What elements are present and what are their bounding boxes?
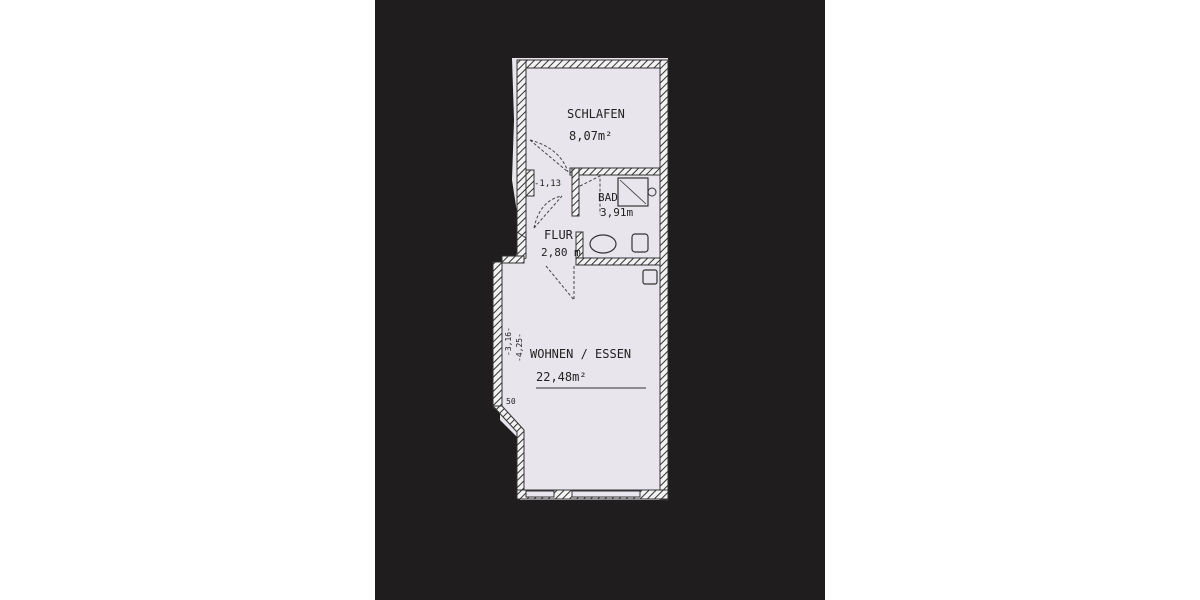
- wall-left-lower: [492, 261, 503, 409]
- wall-right: [659, 59, 669, 501]
- dim-height-mid-a: -3,16-: [504, 327, 513, 356]
- door-swing-flur: [533, 195, 563, 229]
- wall-top: [516, 59, 668, 69]
- door-swing-bad: [579, 175, 601, 214]
- room-bad-name: BAD: [598, 191, 618, 204]
- wall-bad-left: [571, 167, 580, 217]
- wall-wohnen-top: [501, 255, 525, 264]
- wall-flur-left: [525, 169, 535, 197]
- room-flur-name: FLUR: [544, 228, 574, 242]
- room-wohnen-name: WOHNEN / ESSEN: [530, 347, 631, 361]
- room-wohnen-area: 22,48m²: [536, 370, 587, 384]
- dim-height-left: -1,13: [534, 179, 561, 189]
- shower-diagonal: [619, 179, 647, 205]
- wall-schlafen-bottom: [569, 167, 661, 176]
- door-swing-schlafen: [529, 139, 569, 173]
- room-schlafen-name: SCHLAFEN: [567, 107, 625, 121]
- shower-drain-icon: [647, 187, 657, 197]
- dim-height-mid-b: -4,25-: [515, 333, 524, 362]
- room-schlafen-area: 8,07m²: [569, 129, 612, 143]
- door-swing-wohnen: [545, 265, 575, 302]
- wall-bad-bottom: [575, 257, 661, 266]
- appliance-icon: [642, 269, 658, 285]
- window-bottom-right-icon: [571, 490, 641, 498]
- wall-left-upper: [516, 59, 527, 239]
- window-bottom-left-icon: [525, 490, 555, 498]
- washbasin-icon: [631, 233, 649, 253]
- dim-side-width: 50: [506, 397, 516, 406]
- toilet-icon: [589, 234, 617, 254]
- room-flur-area: 2,80 m: [541, 246, 581, 259]
- room-bad-area: 3,91m: [600, 206, 633, 219]
